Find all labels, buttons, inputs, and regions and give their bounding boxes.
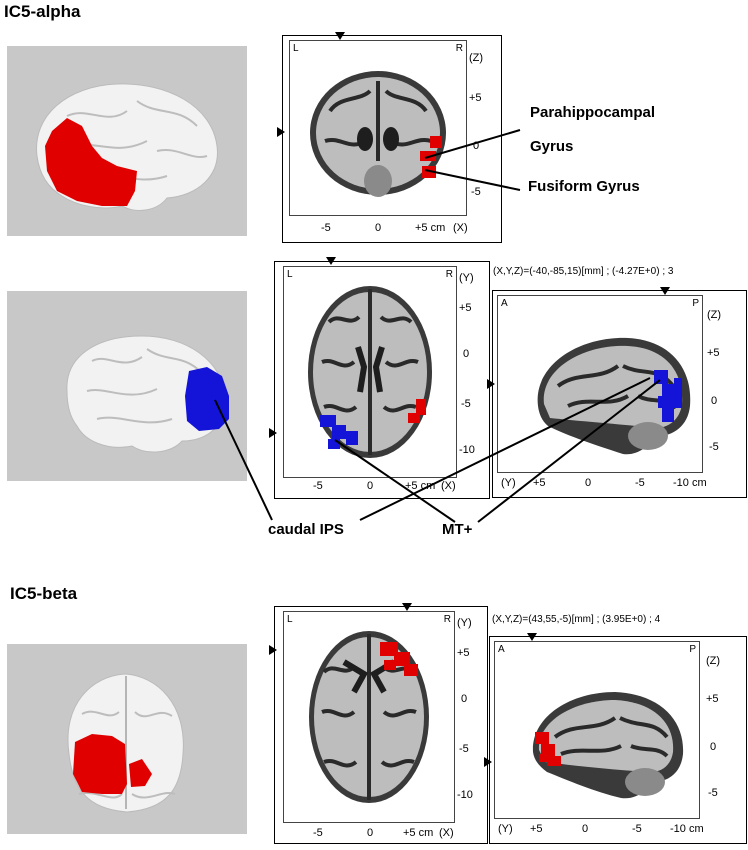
horizontal-tick: +5 cm xyxy=(405,480,436,492)
vertical-axis-name: (Z) xyxy=(706,655,721,667)
horizontal-tick: +5 xyxy=(533,477,546,489)
horizontal-tick: +5 cm xyxy=(415,222,446,234)
vertical-axis-name: (Z) xyxy=(469,52,484,64)
right-marker: R xyxy=(445,269,453,280)
label-caudal-ips: caudal IPS xyxy=(268,521,344,538)
anterior-marker: A xyxy=(501,298,508,309)
horizontal-tick: -5 xyxy=(635,477,645,489)
sagittal-slice-panel-alpha: A P (Z) +5 0 -5 (Y) +5 0 -5 -10 cm xyxy=(492,290,747,498)
left-marker: L xyxy=(287,614,293,625)
horizontal-axis-name: (X) xyxy=(439,827,454,839)
slice-position-marker xyxy=(402,603,412,611)
vertical-tick: +5 xyxy=(706,693,719,705)
vertical-tick: -10 xyxy=(459,444,475,456)
horizontal-tick: -5 xyxy=(321,222,331,234)
anterior-marker: A xyxy=(498,644,505,655)
right-marker: R xyxy=(443,614,451,625)
vertical-tick: 0 xyxy=(473,140,480,152)
horizontal-tick: 0 xyxy=(367,827,374,839)
left-marker: L xyxy=(287,269,293,280)
vertical-tick: -5 xyxy=(459,743,469,755)
posterior-marker: P xyxy=(689,644,696,655)
horizontal-tick: -5 xyxy=(632,823,642,835)
sagittal-slice-image: A P xyxy=(494,641,700,819)
axial-slice-panel-alpha: L R (Y) +5 0 -5 -10 -5 0 +5 cm (X) xyxy=(274,261,490,499)
horizontal-tick: -5 xyxy=(313,480,323,492)
posterior-marker: P xyxy=(692,298,699,309)
horizontal-tick: +5 cm xyxy=(403,827,434,839)
coronal-slice-panel-alpha: L R (Z) +5 0 -5 -5 0 +5 cm (X) xyxy=(282,35,502,243)
vertical-tick: -5 xyxy=(461,398,471,410)
axial-slice-image: L R xyxy=(283,266,457,478)
vertical-axis-name: (Y) xyxy=(457,617,472,629)
sagittal-slice-image: A P xyxy=(497,295,703,473)
horizontal-tick: +5 xyxy=(530,823,543,835)
slice-position-marker xyxy=(269,645,277,655)
section-title-beta: IC5-beta xyxy=(10,584,78,603)
slice-position-marker xyxy=(335,32,345,40)
label-gyrus: Gyrus xyxy=(530,138,574,155)
vertical-tick: +5 xyxy=(707,347,720,359)
vertical-tick: +5 xyxy=(457,647,470,659)
label-mt-plus: MT+ xyxy=(442,521,473,538)
vertical-tick: 0 xyxy=(461,693,468,705)
left-marker: L xyxy=(293,43,299,54)
horizontal-axis-name: (X) xyxy=(441,480,456,492)
label-parahippocampal: Parahippocampal xyxy=(530,104,656,121)
vertical-tick: 0 xyxy=(711,395,718,407)
slice-position-marker xyxy=(660,287,670,295)
vertical-tick: -5 xyxy=(708,787,718,799)
horizontal-tick: 0 xyxy=(582,823,589,835)
coordinate-readout: (X,Y,Z)=(-40,-85,15)[mm] ; (-4.27E+0) ; … xyxy=(493,266,674,277)
vertical-tick: -5 xyxy=(471,186,481,198)
sagittal-slice-panel-beta: A P (Z) +5 0 -5 (Y) +5 0 -5 -10 cm xyxy=(489,636,747,844)
vertical-tick: 0 xyxy=(463,348,470,360)
horizontal-tick: 0 xyxy=(375,222,382,234)
horizontal-axis-name: (X) xyxy=(453,222,468,234)
horizontal-tick: -10 cm xyxy=(670,823,704,835)
horizontal-tick: 0 xyxy=(367,480,374,492)
slice-position-marker xyxy=(269,428,277,438)
axial-slice-panel-beta: L R (Y) +5 0 -5 -10 -5 0 +5 cm (X) xyxy=(274,606,488,844)
vertical-axis-name: (Z) xyxy=(707,309,722,321)
axial-slice-image: L R xyxy=(283,611,455,823)
horizontal-tick: 0 xyxy=(585,477,592,489)
vertical-tick: +5 xyxy=(459,302,472,314)
brain-render-beta-frontal xyxy=(7,644,247,834)
horizontal-axis-name: (Y) xyxy=(501,477,516,489)
slice-position-marker xyxy=(527,633,537,641)
horizontal-tick: -5 xyxy=(313,827,323,839)
brain-render-alpha-temporal xyxy=(7,46,247,236)
vertical-tick: 0 xyxy=(710,741,717,753)
coordinate-readout: (X,Y,Z)=(43,55,-5)[mm] ; (3.95E+0) ; 4 xyxy=(492,614,661,625)
horizontal-tick: -10 cm xyxy=(673,477,707,489)
slice-position-marker xyxy=(277,127,285,137)
vertical-tick: -5 xyxy=(709,441,719,453)
brain-render-alpha-occipital xyxy=(7,291,247,481)
vertical-axis-name: (Y) xyxy=(459,272,474,284)
label-fusiform-gyrus: Fusiform Gyrus xyxy=(528,178,640,195)
horizontal-axis-name: (Y) xyxy=(498,823,513,835)
coronal-slice-image: L R xyxy=(289,40,467,216)
section-title-alpha: IC5-alpha xyxy=(4,2,81,21)
vertical-tick: -10 xyxy=(457,789,473,801)
slice-position-marker xyxy=(487,379,495,389)
vertical-tick: +5 xyxy=(469,92,482,104)
slice-position-marker xyxy=(326,257,336,265)
right-marker: R xyxy=(455,43,463,54)
slice-position-marker xyxy=(484,757,492,767)
